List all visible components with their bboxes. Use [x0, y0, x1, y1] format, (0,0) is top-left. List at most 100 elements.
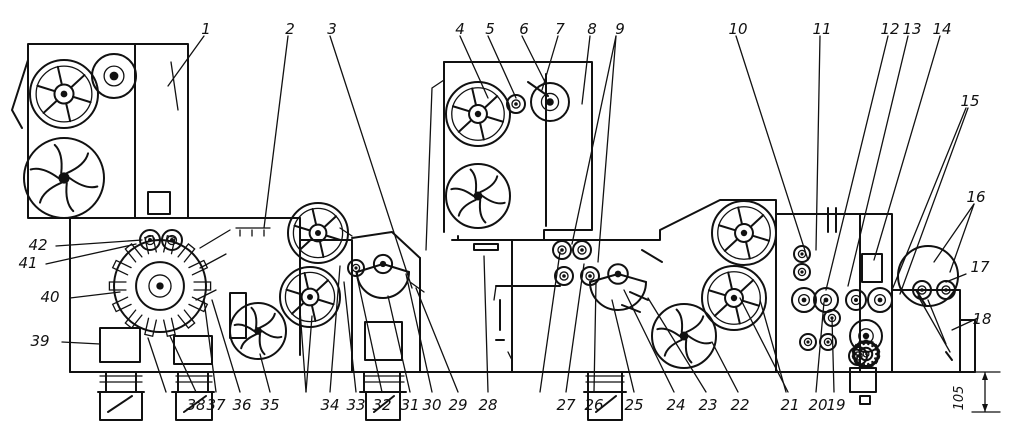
part-label-40: 40	[40, 288, 59, 306]
leader-line	[55, 239, 143, 247]
part-label-8: 8	[587, 20, 597, 38]
part-label-3: 3	[327, 20, 337, 38]
drying-roll	[711, 200, 777, 266]
part-label-22: 22	[730, 396, 749, 414]
leader-line	[735, 35, 809, 261]
leader-line	[521, 35, 547, 85]
guide-pulley	[793, 263, 811, 281]
part-label-13: 13	[902, 20, 921, 38]
part-label-15: 15	[960, 92, 979, 110]
guide-pulley	[813, 287, 839, 313]
leader-line	[69, 291, 121, 299]
part-label-5: 5	[485, 20, 495, 38]
part-label-21: 21	[780, 396, 799, 414]
leader-line	[933, 203, 975, 263]
leader-line	[565, 263, 585, 393]
part-label-24: 24	[666, 396, 685, 414]
guide-pulley	[845, 289, 867, 311]
drying-roll	[29, 59, 99, 129]
leader-line	[539, 251, 561, 393]
leader-line	[387, 295, 411, 393]
leader-line	[711, 341, 739, 393]
leader-line	[949, 203, 975, 273]
leader-line	[593, 281, 597, 393]
guide-pulley	[347, 259, 365, 277]
leader-line	[483, 255, 489, 393]
guide-pulley	[91, 53, 137, 99]
part-label-19: 19	[826, 396, 845, 414]
part-label-31: 31	[400, 396, 419, 414]
drying-roll	[287, 202, 349, 264]
drying-roll	[279, 266, 341, 328]
part-label-38: 38	[186, 396, 205, 414]
rolls-and-fans	[23, 53, 959, 369]
part-label-29: 29	[448, 396, 467, 414]
part-label-35: 35	[260, 396, 279, 414]
guide-pulley	[552, 240, 572, 260]
part-label-10: 10	[728, 20, 747, 38]
part-label-16: 16	[966, 188, 985, 206]
leader-line	[343, 281, 357, 393]
leader-line	[815, 35, 821, 251]
guide-pulley	[530, 82, 570, 122]
leader-line	[891, 107, 967, 291]
drum	[851, 339, 881, 369]
part-label-6: 6	[519, 20, 529, 38]
leader-line	[355, 271, 383, 393]
part-label-7: 7	[555, 20, 565, 38]
leader-line	[203, 299, 217, 393]
leader-line	[831, 317, 835, 393]
fan	[23, 137, 105, 219]
part-label-33: 33	[346, 396, 365, 414]
part-label-18: 18	[972, 310, 991, 328]
part-label-42: 42	[28, 236, 47, 254]
leader-line	[541, 35, 559, 91]
guide-pulley	[799, 333, 817, 351]
leader-line	[647, 297, 707, 393]
part-label-20: 20	[808, 396, 827, 414]
guide-pulley	[572, 240, 592, 260]
leader-line	[487, 35, 517, 99]
part-label-27: 27	[556, 396, 576, 414]
leader-line	[623, 289, 675, 393]
part-label-28: 28	[478, 396, 497, 414]
leader-line	[873, 35, 941, 261]
guide-pulley	[867, 287, 893, 313]
leader-line	[847, 35, 909, 287]
part-label-17: 17	[970, 258, 990, 276]
fan	[445, 163, 511, 229]
part-label-9: 9	[615, 20, 625, 38]
part-label-23: 23	[698, 396, 717, 414]
fan	[229, 302, 287, 360]
part-label-25: 25	[624, 396, 643, 414]
dimension-label-105: 105	[952, 386, 967, 411]
leader-line	[167, 35, 205, 87]
part-label-14: 14	[932, 20, 951, 38]
leader-line	[169, 335, 197, 393]
leader-line	[305, 315, 313, 393]
leader-line	[415, 287, 459, 393]
guide-pulley	[506, 94, 526, 114]
part-label-2: 2	[285, 20, 295, 38]
leader-line	[759, 299, 787, 393]
guide-pulley	[912, 280, 932, 300]
leader-line	[329, 265, 341, 393]
leader-line	[815, 301, 825, 393]
part-label-36: 36	[232, 396, 251, 414]
leader-line	[951, 317, 979, 331]
leader-line	[611, 299, 635, 393]
leader-lines	[45, 35, 979, 393]
part-label-12: 12	[880, 20, 899, 38]
part-label-11: 11	[812, 20, 831, 38]
leader-line	[405, 273, 433, 393]
part-label-4: 4	[455, 20, 465, 38]
part-label-26: 26	[584, 396, 603, 414]
part-label-39: 39	[30, 332, 49, 350]
guide-pulley	[554, 266, 574, 286]
leader-line	[329, 35, 413, 289]
leader-line	[299, 309, 307, 393]
leader-line	[571, 35, 617, 245]
leader-line	[263, 35, 289, 229]
press-sector	[356, 253, 410, 299]
